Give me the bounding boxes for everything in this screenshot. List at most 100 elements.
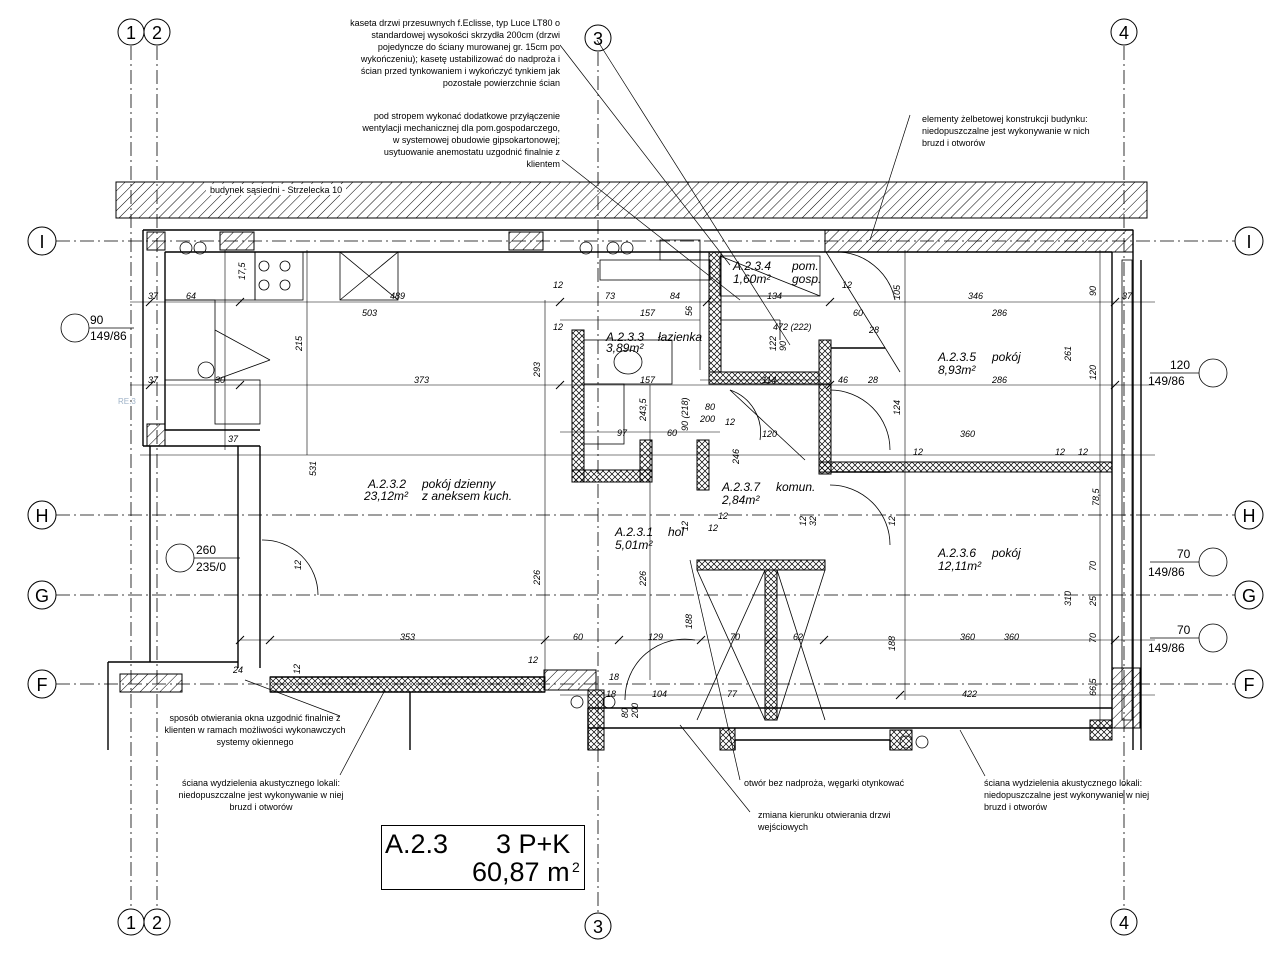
grid-label: G — [35, 586, 49, 606]
dim: 200 — [699, 414, 715, 424]
grid-label: 3 — [593, 29, 603, 49]
note-acoustic-right: ściana wydzielenia akustycznego lokali: … — [984, 778, 1150, 812]
walls — [107, 229, 1142, 750]
window-tag: 90 — [90, 313, 104, 327]
room-area: 8,93m² — [938, 363, 976, 377]
grid-label: 4 — [1119, 23, 1129, 43]
dim: 12 — [680, 521, 690, 531]
dim: 157 — [640, 308, 656, 318]
dimension-lines — [130, 250, 1155, 730]
dim: 17,5 — [237, 261, 247, 280]
window-tag: 70 — [1177, 623, 1191, 637]
dim: 64 — [186, 291, 196, 301]
unit-number: A.2.3 — [385, 829, 449, 859]
partition-walls — [571, 251, 1113, 751]
room-area: 12,11m² — [938, 559, 982, 573]
concrete-elements — [119, 229, 1141, 729]
dim: 37 — [1122, 291, 1133, 301]
room-area: 1,60m² — [733, 272, 771, 286]
window-tag: 120 — [1170, 358, 1190, 372]
interior-lines — [164, 239, 1133, 749]
note-ventilation: pod stropem wykonać dodatkowe przyłączen… — [362, 111, 560, 169]
note-cassette: kaseta drzwi przesuwnych f.Eclisse, typ … — [350, 18, 560, 88]
dim: 12 — [913, 447, 923, 457]
dim: 73 — [605, 291, 615, 301]
dim: 70 — [1088, 633, 1098, 643]
grid-label: F — [1244, 675, 1255, 695]
dim: 37 — [228, 434, 239, 444]
grid-labels: 1 2 3 4 1 2 3 4 I I H H G G F F — [35, 23, 1256, 937]
room-name: pom. — [791, 259, 819, 273]
dim: 120 — [762, 429, 777, 439]
dim: 78,5 — [1091, 487, 1101, 506]
dimension-labels: 37 64 489 503 215 17,5 531 373 37 30 37 … — [148, 261, 1133, 719]
unit-type: 3 P+K — [496, 829, 571, 859]
dim: 114 — [762, 375, 776, 385]
dimension-ticks — [145, 297, 1120, 700]
room-name: komun. — [776, 480, 815, 494]
dim: 77 — [727, 689, 738, 699]
room-id: A.2.3.7 — [721, 480, 761, 494]
dim: 56 — [684, 306, 694, 316]
dim: 12 — [553, 322, 563, 332]
dim: 12 — [842, 280, 852, 290]
room-name: pokój — [991, 350, 1021, 364]
window-tag: 149/86 — [90, 329, 127, 343]
dim: 531 — [308, 461, 318, 476]
dim: 226 — [638, 571, 648, 587]
room-area: 23,12m² — [363, 489, 409, 503]
dim: 157 — [640, 375, 656, 385]
room-name: łazienka — [658, 330, 702, 344]
room-area: 5,01m² — [615, 538, 653, 552]
dim: 12 — [725, 417, 735, 427]
dim: 30 — [215, 375, 225, 385]
leader-lines — [244, 39, 986, 813]
dim: 84 — [670, 291, 680, 301]
dim: 360 — [960, 429, 975, 439]
grid-label: H — [1243, 506, 1256, 526]
dim: 97 — [617, 428, 628, 438]
dim: 12 — [708, 523, 718, 533]
dim: 90 — [1088, 286, 1098, 296]
window-tag: 149/86 — [1148, 374, 1185, 388]
dim: 12 — [1078, 447, 1088, 457]
dim: 80 — [620, 708, 630, 718]
dim: 66,5 — [1088, 677, 1098, 696]
dim: 70 — [730, 632, 740, 642]
dim: 353 — [400, 632, 415, 642]
note-door-direction: zmiana kierunku otwierania drzwi wejścio… — [758, 810, 891, 832]
grid-label: 4 — [1119, 913, 1129, 933]
dim: 60 — [573, 632, 583, 642]
dim: 188 — [887, 636, 897, 651]
dim: 60 — [667, 428, 677, 438]
dim: 226 — [532, 570, 542, 586]
dim: 104 — [652, 689, 667, 699]
dim: 12 — [528, 655, 538, 665]
room-area: 2,84m² — [721, 493, 760, 507]
dim: 346 — [968, 291, 983, 301]
door-swings — [261, 251, 896, 701]
grid-label: G — [1242, 586, 1256, 606]
grid-label: H — [36, 506, 49, 526]
dim: 12 — [718, 511, 728, 521]
window-tag: 260 — [196, 543, 216, 557]
room-name: gosp. — [792, 272, 821, 286]
dim: 310 — [1063, 591, 1073, 606]
dim: 360 — [1004, 632, 1019, 642]
dim: 80 — [705, 402, 715, 412]
neighbor-label: budynek sąsiedni - Strzelecka 10 — [210, 185, 342, 195]
grid-label: 2 — [152, 23, 162, 43]
dim: 28 — [868, 325, 879, 335]
grid-label: 2 — [152, 913, 162, 933]
grid-label: I — [1246, 232, 1251, 252]
neighbor-label-bg — [206, 184, 346, 195]
window-tag: 70 — [1177, 547, 1191, 561]
dim: 489 — [390, 291, 405, 301]
room-area: 3,89m² — [606, 341, 644, 355]
room-id: A.2.3.3 — [605, 330, 644, 344]
note-acoustic-left: ściana wydzielenia akustycznego lokali: … — [178, 778, 344, 812]
room-id: A.2.3.2 — [367, 477, 406, 491]
dim: 12 — [293, 560, 303, 570]
grid-label: 1 — [126, 913, 136, 933]
